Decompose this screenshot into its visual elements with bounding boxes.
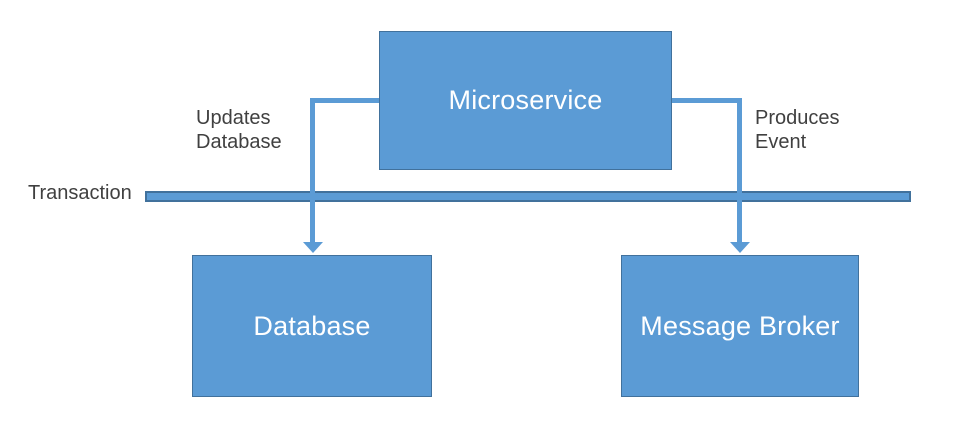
updates-database-connector-horizontal [310, 98, 379, 103]
node-message-broker: Message Broker [621, 255, 859, 397]
down-arrowhead-icon [303, 242, 323, 253]
node-database: Database [192, 255, 432, 397]
node-message-broker-label: Message Broker [640, 310, 840, 341]
down-arrowhead-icon [730, 242, 750, 253]
updates-database-connector-vertical [310, 98, 315, 243]
produces-event-connector-horizontal [672, 98, 742, 103]
edge-label-produces-event: Produces Event [755, 107, 840, 153]
transaction-line [145, 191, 911, 202]
node-database-label: Database [253, 310, 371, 341]
node-microservice: Microservice [379, 31, 672, 170]
transaction-label: Transaction [28, 182, 132, 204]
produces-event-connector-vertical [737, 98, 742, 243]
node-microservice-label: Microservice [448, 85, 603, 115]
edge-label-updates-database: Updates Database [196, 107, 282, 153]
